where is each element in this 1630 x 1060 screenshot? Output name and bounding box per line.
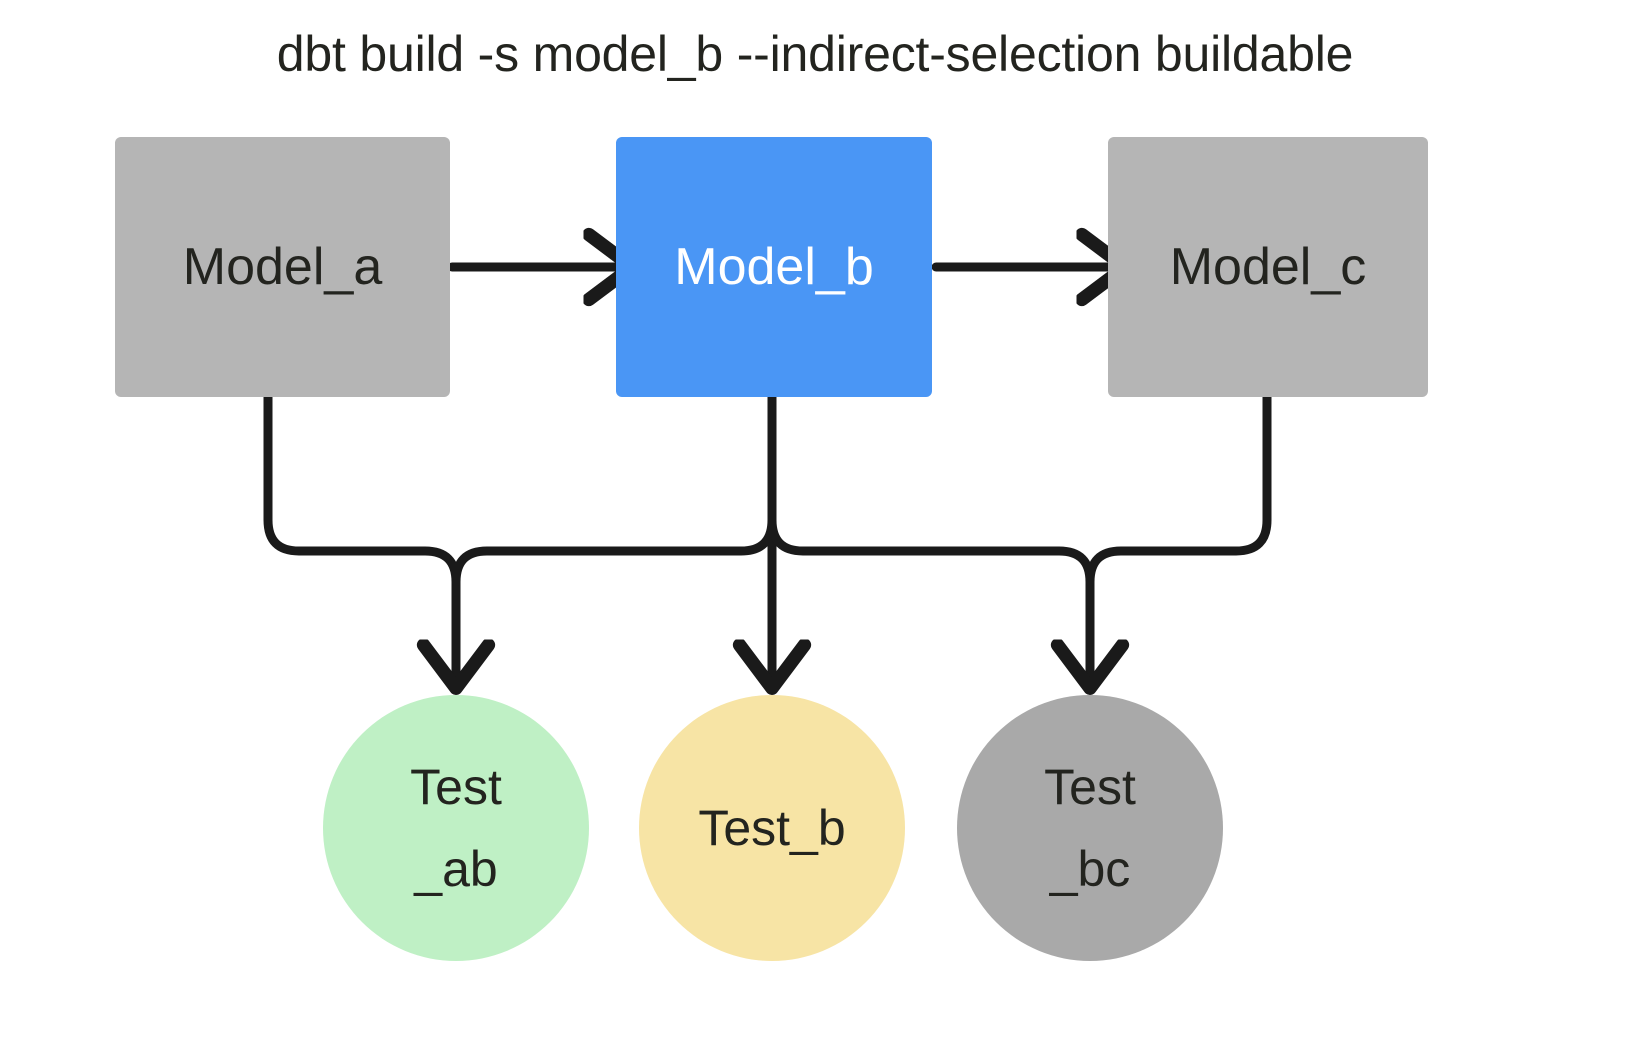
node-model-c-label: Model_c <box>1169 238 1367 296</box>
node-test-bc-label-line2: _bc <box>1049 841 1131 897</box>
edge-model-a-to-test-ab-path <box>263 392 456 681</box>
edge-model-c-to-test-bc-path <box>1085 392 1272 587</box>
node-model-b[interactable]: Model_b <box>616 137 932 397</box>
diagram-title: dbt build -s model_b --indirect-selectio… <box>276 26 1354 82</box>
node-test-ab-label-line1: Test <box>410 759 502 815</box>
node-test-b-label-line1: Test_b <box>698 800 846 856</box>
node-model-c[interactable]: Model_c <box>1108 137 1428 397</box>
edge-model-b-to-test-ab-path <box>451 392 777 587</box>
node-test-ab[interactable]: Test _ab <box>323 695 589 961</box>
node-model-a[interactable]: Model_a <box>115 137 450 397</box>
node-model-a-label: Model_a <box>182 238 383 296</box>
node-test-ab-label-line2: _ab <box>414 841 498 897</box>
node-test-bc-label-line1: Test <box>1044 759 1136 815</box>
node-model-b-label: Model_b <box>674 238 874 296</box>
edge-model-b-to-test-bc-path <box>767 392 1090 681</box>
node-test-bc[interactable]: Test _bc <box>957 695 1223 961</box>
node-test-b[interactable]: Test_b <box>639 695 905 961</box>
